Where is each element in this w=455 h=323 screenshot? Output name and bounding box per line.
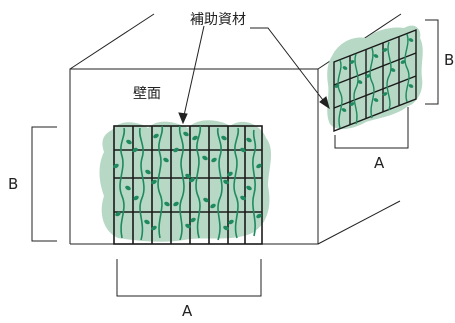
front-width-label: A: [182, 302, 193, 320]
side-height-dimension: [425, 19, 439, 105]
callout-arrowhead-front: [178, 112, 188, 125]
front-vines: [119, 125, 257, 241]
wall-surface-label: 壁面: [133, 86, 161, 102]
side-greening: [327, 25, 423, 133]
front-height-label: B: [8, 175, 18, 193]
side-width-dimension: [334, 107, 409, 149]
aux-callout: [178, 25, 330, 125]
callout-line-front: [182, 25, 205, 121]
front-height-dimension: [31, 126, 57, 242]
aux-material-label: 補助資材: [190, 12, 246, 28]
callout-arrowhead-side: [319, 96, 330, 110]
top-left-edge: [69, 13, 155, 70]
front-width-dimension: [116, 259, 262, 297]
side-right-edge: [317, 200, 401, 245]
callout-line-side: [250, 27, 327, 105]
side-leaves: [334, 38, 414, 112]
side-height-label: B: [444, 51, 454, 69]
side-vines: [337, 33, 410, 129]
front-greening: [99, 120, 272, 245]
front-leaves: [113, 131, 262, 231]
side-width-label: A: [374, 154, 385, 172]
side-trellis: [333, 28, 417, 133]
